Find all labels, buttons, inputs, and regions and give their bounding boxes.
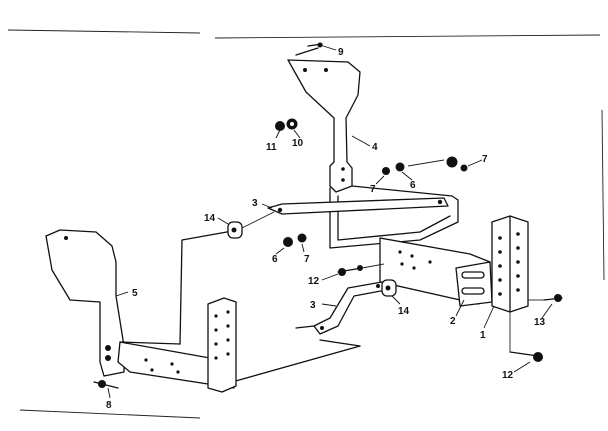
scan-edge-lines	[7, 29, 605, 419]
bolt-12b	[509, 351, 543, 362]
callout-7c: 7	[304, 254, 310, 265]
callout-14a: 14	[204, 213, 216, 224]
part-4-upper-bracket	[287, 47, 361, 193]
center-frame	[329, 185, 459, 249]
bolt-13	[543, 294, 563, 302]
callout-2: 2	[450, 316, 456, 327]
part-1-right-channel	[491, 215, 529, 313]
assembly-lines	[241, 159, 544, 352]
callout-13: 13	[534, 317, 546, 328]
part-5-left-bracket	[45, 229, 125, 377]
lower-vertical-post	[207, 297, 237, 393]
part-3-cross-rod-upper	[267, 197, 449, 215]
callouts: 9 11 10 4 7 6 7 3 14 6 7 12 5 3 14 2 1 1…	[106, 47, 546, 411]
nut-11	[275, 121, 285, 131]
callout-7b: 7	[482, 154, 488, 165]
callout-5: 5	[132, 288, 138, 299]
callout-12a: 12	[308, 276, 320, 287]
nut-6b	[283, 237, 293, 247]
nut-6a	[395, 162, 405, 172]
callout-12b: 12	[502, 370, 514, 381]
callout-11: 11	[266, 142, 277, 153]
bushing-14b	[381, 279, 397, 297]
bolt-12a	[337, 265, 363, 276]
washer-10	[286, 118, 298, 130]
part-3-link-arm-lower	[295, 281, 387, 347]
callout-6a: 6	[410, 180, 416, 191]
callout-14b: 14	[398, 306, 410, 317]
callout-1: 1	[480, 330, 486, 341]
bolt-8	[93, 380, 119, 389]
bolt-7a	[382, 167, 390, 175]
callout-3b: 3	[310, 300, 316, 311]
callout-4: 4	[372, 142, 378, 153]
callout-7a: 7	[370, 184, 376, 195]
bolt-7c	[297, 233, 307, 243]
callout-9: 9	[338, 47, 344, 58]
callout-3a: 3	[252, 198, 258, 209]
fastener-7b	[446, 156, 468, 172]
part-2-slotted-plate	[455, 261, 493, 307]
bushing-14a	[227, 221, 243, 239]
part-1-holes	[498, 232, 520, 296]
lower-frame	[117, 229, 361, 389]
leader-lines	[107, 44, 553, 399]
callout-6b: 6	[272, 254, 278, 265]
callout-10: 10	[292, 138, 304, 149]
callout-8: 8	[106, 400, 112, 411]
hardware	[93, 42, 563, 389]
